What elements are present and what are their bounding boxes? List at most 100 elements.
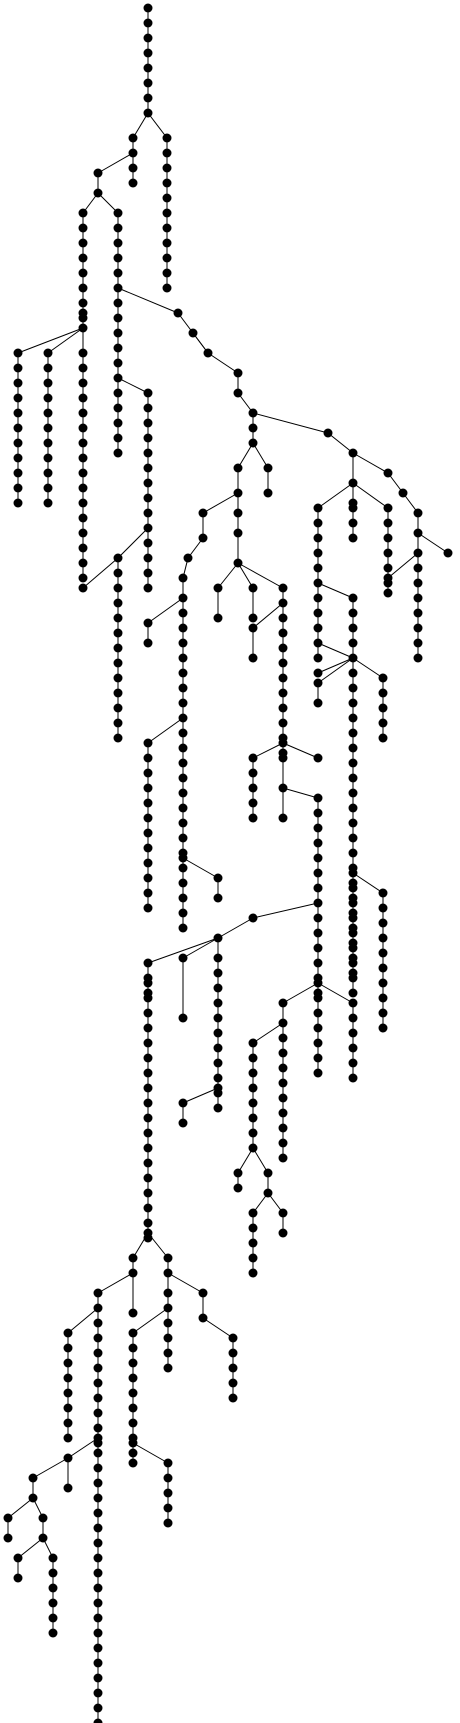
tree-node [143, 1188, 153, 1198]
tree-node [113, 643, 123, 653]
tree-node [128, 1448, 138, 1458]
tree-node [248, 913, 258, 923]
tree-node [413, 578, 423, 588]
tree-edge [252, 602, 284, 629]
tree-node [278, 1063, 288, 1073]
tree-node [143, 1228, 153, 1238]
tree-node [233, 1168, 243, 1178]
tree-node [162, 268, 172, 278]
tree-node [198, 1288, 208, 1298]
tree-edge [417, 532, 449, 554]
tree-node [143, 523, 153, 533]
tree-node [378, 933, 388, 943]
tree-node [78, 498, 88, 508]
tree-node [163, 1348, 173, 1358]
tree-node [93, 1643, 103, 1653]
tree-node [348, 758, 358, 768]
tree-edge [217, 562, 239, 589]
tree-node [143, 33, 153, 43]
tree-node [78, 253, 88, 263]
tree-edge [97, 192, 119, 214]
tree-node [163, 1253, 173, 1263]
tree-node [228, 1363, 238, 1373]
tree-edge [147, 112, 168, 139]
tree-node [43, 423, 53, 433]
tree-node [128, 1418, 138, 1428]
tree-node [162, 163, 172, 173]
tree-node [113, 598, 123, 608]
tree-node [348, 1043, 358, 1053]
tree-node [178, 653, 188, 663]
tree-node [78, 423, 88, 433]
tree-node [93, 1523, 103, 1533]
tree-node [348, 1028, 358, 1038]
tree-node [93, 1448, 103, 1458]
tree-node [178, 833, 188, 843]
tree-node [313, 668, 323, 678]
tree-node [248, 798, 258, 808]
tree-edge [132, 1307, 169, 1334]
tree-node [313, 993, 323, 1003]
tree-node [93, 1393, 103, 1403]
tree-node [93, 1598, 103, 1608]
tree-edge [182, 857, 219, 879]
tree-node [348, 478, 358, 488]
tree-node [278, 738, 288, 748]
tree-node [348, 653, 358, 663]
tree-node [313, 548, 323, 558]
tree-node [13, 378, 23, 388]
tree-node [163, 1473, 173, 1483]
tree-node [43, 453, 53, 463]
tree-node [348, 988, 358, 998]
tree-node [143, 3, 153, 13]
tree-node [38, 1533, 48, 1543]
tree-edge [237, 562, 284, 589]
tree-node [93, 1408, 103, 1418]
tree-node [228, 1333, 238, 1343]
tree-node [163, 1333, 173, 1343]
tree-node [143, 618, 153, 628]
tree-node [383, 548, 393, 558]
tree-node [3, 1513, 13, 1523]
tree-node [143, 1203, 153, 1213]
tree-node [78, 408, 88, 418]
tree-node [143, 858, 153, 868]
tree-node [278, 718, 288, 728]
tree-node [213, 998, 223, 1008]
tree-node [93, 1583, 103, 1593]
tree-edge [252, 902, 319, 919]
tree-node [248, 768, 258, 778]
tree-node [178, 773, 188, 783]
tree-node [28, 1473, 38, 1483]
tree-node [233, 463, 243, 473]
tree-node [3, 1533, 13, 1543]
tree-node [348, 943, 358, 953]
tree-node [38, 1513, 48, 1523]
tree-node [143, 1038, 153, 1048]
tree-node [78, 348, 88, 358]
tree-node [348, 623, 358, 633]
tree-node [213, 933, 223, 943]
tree-node [43, 363, 53, 373]
tree-edge [237, 562, 254, 589]
tree-node [113, 268, 123, 278]
tree-edge [317, 657, 354, 674]
tree-node [93, 1333, 103, 1343]
tree-node [348, 788, 358, 798]
tree-node [348, 883, 358, 893]
tree-node [93, 1318, 103, 1328]
tree-node [248, 1083, 258, 1093]
tree-edge [282, 742, 319, 759]
tree-edge [317, 982, 354, 1004]
tree-node [248, 1098, 258, 1108]
tree-node [183, 553, 193, 563]
tree-node [313, 838, 323, 848]
tree-node [128, 1403, 138, 1413]
tree-node [248, 613, 258, 623]
tree-node [143, 1068, 153, 1078]
tree-node [313, 1068, 323, 1078]
tree-node [78, 308, 88, 318]
tree-node [413, 508, 423, 518]
tree-node [143, 93, 153, 103]
